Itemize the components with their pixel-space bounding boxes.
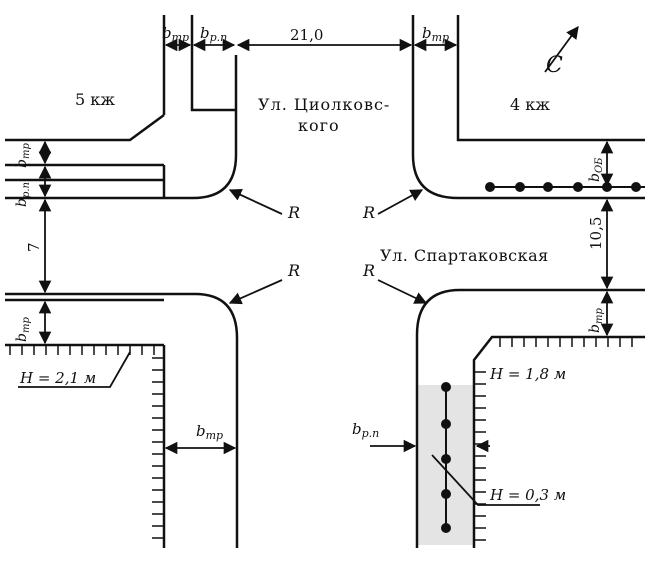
street-vertical-name-line2: кого bbox=[298, 116, 340, 135]
curb-top-right bbox=[411, 15, 645, 200]
height-right-label: H = 1,8 м bbox=[489, 365, 566, 383]
tree-dot bbox=[441, 489, 451, 499]
height-leader-sidewalk bbox=[431, 454, 540, 506]
embankment-right bbox=[472, 335, 645, 548]
hatch-right-horizontal bbox=[499, 337, 633, 347]
tree-dot bbox=[631, 182, 641, 192]
tree-dot bbox=[441, 419, 451, 429]
height-left-label: H = 2,1 м bbox=[19, 369, 96, 387]
radius-leader-bl bbox=[228, 279, 283, 305]
dim-vertical-street-value: 21,0 bbox=[290, 26, 323, 44]
radius-leader-tr bbox=[377, 189, 424, 215]
label-bpn-left: bр.п bbox=[14, 182, 32, 207]
label-btr-right: bтр bbox=[587, 308, 605, 333]
label-bpn-top: bр.п bbox=[200, 24, 227, 44]
tree-dot bbox=[441, 454, 451, 464]
height-sidewalk-label: H = 0,3 м bbox=[489, 486, 566, 504]
height-leader-left bbox=[18, 351, 131, 388]
tree-dot bbox=[441, 523, 451, 533]
radius-label-br: R bbox=[362, 261, 375, 280]
tree-dot bbox=[573, 182, 583, 192]
tree-dot bbox=[485, 182, 495, 192]
street-horizontal-name: Ул. Спартаковская bbox=[380, 246, 549, 265]
tree-dot bbox=[543, 182, 553, 192]
dim-horizontal-street-value: 10,5 bbox=[587, 217, 605, 250]
hatch-right-vertical bbox=[474, 371, 486, 541]
north-label: С bbox=[546, 53, 563, 78]
block-edge-5kzh bbox=[5, 113, 165, 142]
label-btr-left-bottom: bтр bbox=[14, 317, 32, 342]
label-btr-left: bтр bbox=[14, 143, 32, 168]
radius-label-tl: R bbox=[287, 203, 300, 222]
tree-dot bbox=[441, 382, 451, 392]
label-btr-top-right: bтр bbox=[422, 24, 449, 44]
bikepath-top-left bbox=[190, 15, 236, 112]
radius-label-bl: R bbox=[287, 261, 300, 280]
street-vertical-name-line1: Ул. Циолковс- bbox=[258, 95, 390, 114]
north-arrow bbox=[544, 25, 579, 73]
label-btr-top-left: bтр bbox=[162, 24, 189, 44]
block-4kzh-label: 4 кж bbox=[510, 95, 550, 114]
block-edge-4kzh bbox=[456, 15, 645, 142]
curb-top-left bbox=[5, 55, 238, 200]
radius-leader-br bbox=[377, 279, 428, 304]
hatch-left-horizontal bbox=[9, 345, 155, 355]
radius-leader-tl bbox=[228, 189, 283, 215]
curb-bottom-right bbox=[415, 288, 645, 548]
label-bpn-bottom: bр.п bbox=[352, 420, 379, 440]
dim-left-gap-value: 7 bbox=[25, 242, 43, 252]
radius-label-tr: R bbox=[362, 203, 375, 222]
label-bob-right: bОБ bbox=[587, 157, 605, 182]
hatch-left-vertical bbox=[152, 357, 164, 539]
label-btr-bottom: bтр bbox=[196, 422, 223, 442]
curb-bottom-left bbox=[5, 292, 239, 548]
block-5kzh-label: 5 кж bbox=[75, 90, 115, 109]
tree-dot bbox=[515, 182, 525, 192]
